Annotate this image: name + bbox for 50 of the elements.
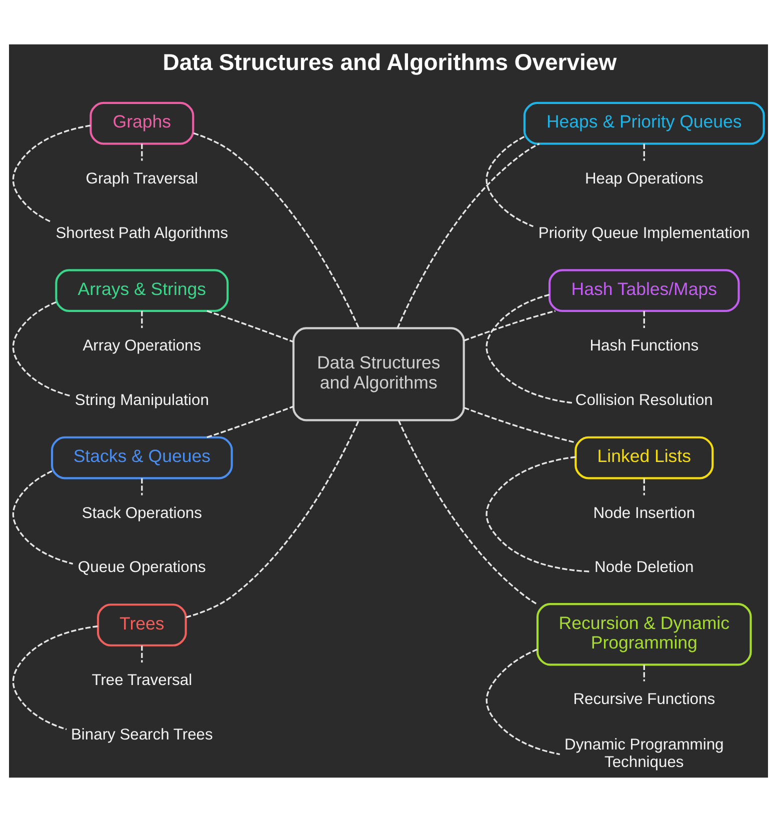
node-text: Priority Queue Implementation xyxy=(538,224,750,242)
node-text: Heap Operations xyxy=(584,170,703,188)
node-box: Recursion & Dynamic Programming xyxy=(536,603,752,666)
node-box: Stacks & Queues xyxy=(50,436,232,480)
connector xyxy=(140,144,142,161)
node-text: Recursive Functions xyxy=(572,690,715,708)
node-box: Data Structures and Algorithms xyxy=(292,327,464,422)
connector xyxy=(485,136,534,228)
connector xyxy=(642,311,644,328)
connector xyxy=(206,406,294,438)
node-box: Arrays & Strings xyxy=(54,269,228,312)
node-box: Hash Tables/Maps xyxy=(548,269,740,312)
node-text: Dynamic Programming Techniques xyxy=(564,736,724,772)
connector xyxy=(185,420,360,618)
connector xyxy=(12,625,98,730)
connector xyxy=(12,124,90,222)
node-text: Hash Functions xyxy=(589,338,698,355)
connector xyxy=(485,456,590,572)
connector xyxy=(642,664,644,682)
diagram-title: Data Structures and Algorithms Overview xyxy=(162,49,616,76)
node-box: Graphs xyxy=(89,102,194,145)
connector xyxy=(485,648,560,756)
node-text: Stack Operations xyxy=(81,504,202,522)
node-text: Array Operations xyxy=(82,338,201,355)
connector xyxy=(396,142,540,328)
connector xyxy=(463,310,556,342)
node-box: Trees xyxy=(96,604,186,646)
node-box: Heaps & Priority Queues xyxy=(522,102,764,145)
node-text: Graph Traversal xyxy=(85,170,198,188)
node-text: Tree Traversal xyxy=(91,672,192,690)
connector xyxy=(485,294,572,404)
node-text: Queue Operations xyxy=(77,559,206,576)
connector xyxy=(397,420,538,606)
connector xyxy=(463,406,576,444)
connector xyxy=(642,478,644,496)
node-text: Node Insertion xyxy=(592,504,695,522)
node-text: Shortest Path Algorithms xyxy=(55,224,228,242)
connector xyxy=(140,311,142,328)
connector xyxy=(206,310,294,343)
connector xyxy=(642,144,644,161)
node-text: Node Deletion xyxy=(594,559,694,576)
connector xyxy=(140,478,142,496)
connector xyxy=(12,301,70,397)
connector xyxy=(192,132,360,328)
connector xyxy=(12,470,73,565)
node-text: String Manipulation xyxy=(74,392,208,409)
node-text: Binary Search Trees xyxy=(70,726,212,744)
node-text: Collision Resolution xyxy=(574,392,712,409)
connector xyxy=(140,646,142,662)
node-box: Linked Lists xyxy=(574,436,714,480)
